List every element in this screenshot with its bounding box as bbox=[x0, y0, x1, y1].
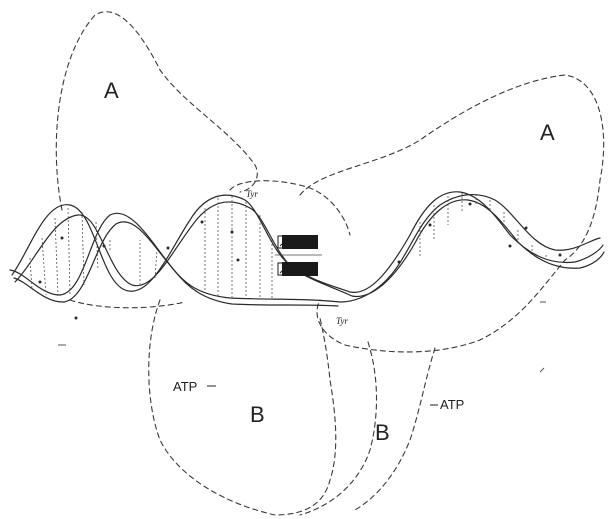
central-dna-gate bbox=[275, 235, 322, 276]
domain-a-right-label: A bbox=[540, 120, 555, 145]
domain-b-center-outline bbox=[148, 299, 337, 516]
domain-outlines bbox=[55, 11, 605, 516]
dna-helix bbox=[9, 191, 605, 320]
phosphate-dots bbox=[38, 202, 562, 320]
domain-a-right-outline bbox=[299, 74, 605, 353]
gate-block-upper bbox=[282, 235, 318, 249]
labels: A A B B ATP ATP Tyr Tyr bbox=[104, 78, 555, 445]
atp-right-label: ATP bbox=[440, 397, 464, 412]
domain-a-cap-outline bbox=[229, 180, 351, 236]
stray-marks bbox=[58, 301, 546, 373]
tyr-upper-label: Tyr bbox=[246, 189, 258, 199]
domain-b-center-label: B bbox=[250, 402, 265, 427]
gate-block-lower bbox=[282, 262, 318, 276]
dna-strand-4 bbox=[13, 221, 339, 307]
domain-b-right-label: B bbox=[375, 420, 390, 445]
domain-b-right-outer-outline bbox=[354, 347, 436, 511]
domain-a-upper-label: A bbox=[104, 78, 119, 103]
lower-left-outline bbox=[69, 299, 186, 309]
base-pair-rungs bbox=[29, 193, 547, 299]
atp-left-label: ATP bbox=[173, 379, 197, 394]
tyr-lower-label: Tyr bbox=[336, 316, 348, 326]
domain-b-right-outline bbox=[299, 341, 377, 516]
domain-a-upper-outline bbox=[55, 11, 258, 211]
